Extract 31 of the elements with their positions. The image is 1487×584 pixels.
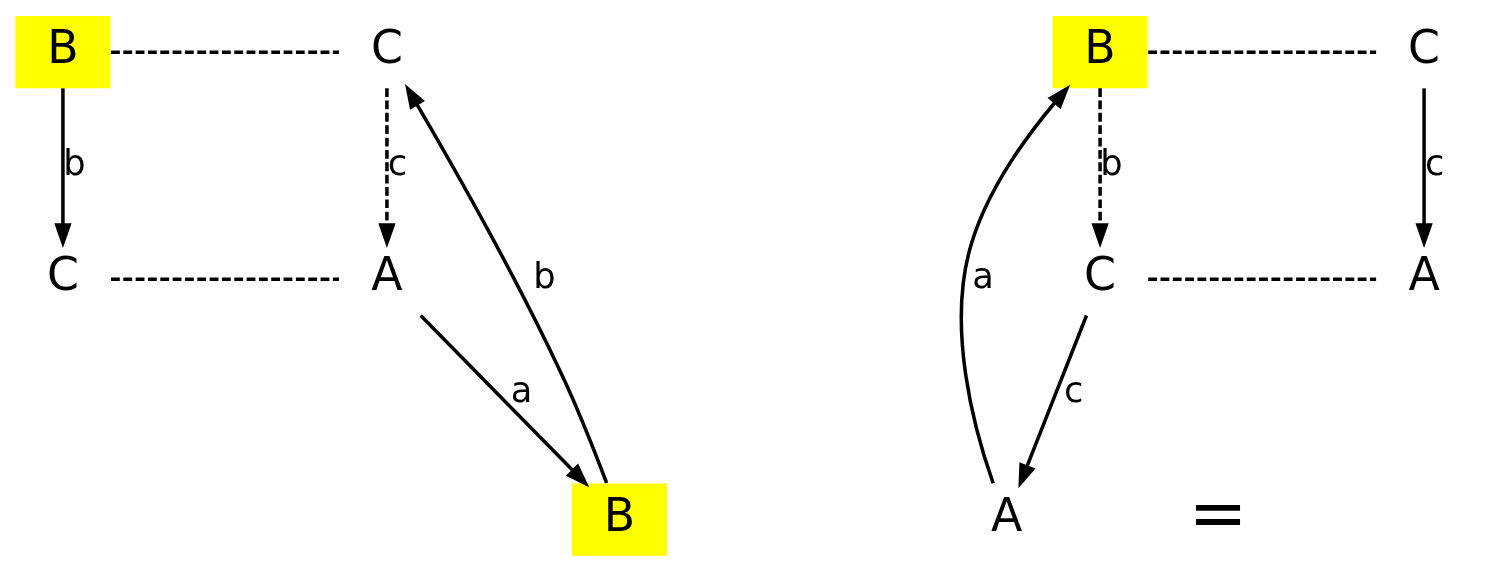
node-text: A (1408, 247, 1440, 301)
arrow (378, 87, 396, 248)
label: = (1188, 471, 1248, 554)
arrow (54, 87, 72, 248)
node-text: A (991, 488, 1023, 542)
node-text: A (371, 247, 403, 301)
edge-label: a (972, 254, 994, 296)
node-box: B (1052, 15, 1148, 88)
edge-label: b (533, 254, 556, 296)
node-text: C (370, 20, 403, 74)
node-box: B (15, 15, 111, 88)
edge-label: b (63, 141, 86, 183)
connector (111, 277, 339, 281)
edge-label: c (1063, 368, 1084, 410)
edge-label: a (510, 368, 533, 410)
connector (1148, 49, 1377, 54)
edge-label: c (1424, 141, 1445, 183)
edge-label: b (1100, 141, 1123, 183)
arrow (1415, 87, 1433, 248)
arrow (405, 83, 609, 484)
node-text: C (1408, 20, 1441, 74)
arrow (959, 84, 1071, 484)
arrow (1018, 314, 1089, 488)
connector (111, 49, 339, 54)
arrow (419, 313, 590, 487)
node-box: B (571, 483, 667, 556)
arrow (1091, 87, 1109, 248)
connector (1148, 277, 1377, 281)
edge-label: c (387, 141, 408, 183)
node-text: C (46, 247, 79, 301)
node-text: C (1084, 247, 1117, 301)
